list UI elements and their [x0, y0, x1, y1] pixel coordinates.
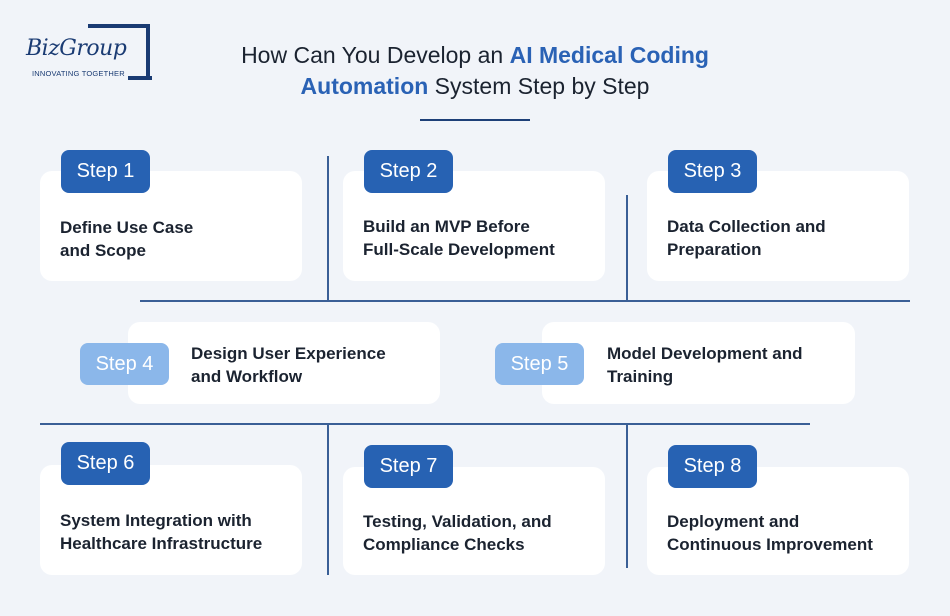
logo-frame-accent [128, 76, 152, 80]
divider-vertical-1 [327, 156, 329, 301]
title-part2: System Step by Step [428, 73, 650, 99]
logo-wordmark: BizGroup [26, 36, 127, 61]
page-title: How Can You Develop an AI Medical Coding… [200, 40, 750, 102]
step-badge-4: Step 4 [80, 343, 169, 385]
step-badge-3: Step 3 [668, 150, 757, 193]
divider-vertical-4 [626, 423, 628, 568]
step-badge-2: Step 2 [364, 150, 453, 193]
step-badge-7: Step 7 [364, 445, 453, 488]
bizgroup-logo: BizGroup INNOVATING TOGETHER [26, 24, 158, 84]
title-part1: How Can You Develop an [241, 42, 510, 68]
title-highlight-2: Automation [300, 73, 429, 99]
divider-vertical-3 [327, 423, 329, 575]
step-badge-1: Step 1 [61, 150, 150, 193]
step-badge-8: Step 8 [668, 445, 757, 488]
title-underline [420, 119, 530, 121]
logo-tagline: INNOVATING TOGETHER [32, 69, 125, 78]
divider-horizontal-1 [140, 300, 910, 302]
logo-frame-shape [88, 24, 150, 80]
title-highlight-1: AI Medical Coding [509, 42, 709, 68]
step-card-4 [128, 322, 440, 404]
step-card-5 [542, 322, 855, 404]
step-badge-5: Step 5 [495, 343, 584, 385]
divider-vertical-2 [626, 195, 628, 301]
step-badge-6: Step 6 [61, 442, 150, 485]
divider-horizontal-2 [40, 423, 810, 425]
